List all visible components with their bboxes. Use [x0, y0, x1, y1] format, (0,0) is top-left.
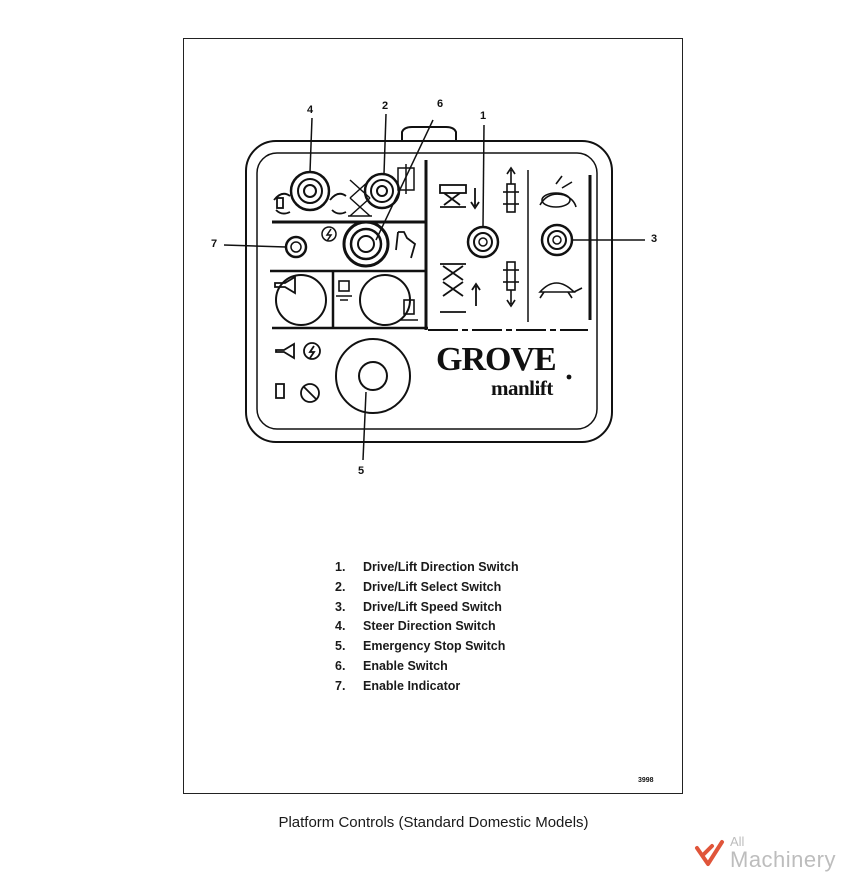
engine-stop-icon — [275, 383, 320, 403]
tilt-icon — [400, 299, 418, 321]
turtle-slow-icon — [538, 282, 583, 299]
legend-item: 6.Enable Switch — [335, 658, 448, 673]
figure-number: 3998 — [638, 777, 654, 784]
manlift-logo: manlift — [491, 376, 553, 400]
callout-4: 4 — [307, 104, 314, 116]
platform-down-icon — [439, 184, 480, 210]
legend-item: 1.Drive/Lift Direction Switch — [335, 560, 519, 574]
lift-select-icon — [348, 179, 372, 217]
enable-indicator — [284, 235, 308, 259]
steer-direction-switch — [289, 170, 331, 212]
platform-up-icon — [440, 263, 481, 313]
logo-dot — [566, 374, 572, 380]
callout-6: 6 — [437, 98, 444, 110]
horn-button — [275, 274, 327, 326]
drive-forward-icon — [503, 166, 519, 213]
rabbit-fast-icon — [539, 175, 577, 208]
drive-lift-speed-switch — [540, 223, 574, 257]
legend-item: 7.Enable Indicator — [335, 678, 461, 693]
function-machine-icon — [336, 280, 352, 301]
drive-reverse-icon — [503, 261, 519, 308]
legend-item: 5.Emergency Stop Switch — [335, 639, 506, 654]
enable-lightning-icon — [321, 226, 337, 242]
watermark: All Machinery — [694, 834, 864, 874]
panel-face — [256, 152, 598, 430]
enable-switch — [342, 220, 390, 268]
watermark-line1: All — [730, 834, 745, 849]
callout-7: 7 — [211, 238, 218, 250]
engine-start-icon — [275, 342, 321, 360]
watermark-logo-icon — [695, 840, 724, 866]
leader-lines — [223, 113, 645, 461]
figure-caption: Platform Controls (Standard Domestic Mod… — [278, 814, 589, 831]
legend-item: 2.Drive/Lift Select Switch — [335, 579, 502, 594]
function-button — [359, 274, 411, 326]
callout-5: 5 — [358, 465, 365, 477]
legend-item: 4.Steer Direction Switch — [335, 619, 496, 634]
callout-2: 2 — [382, 100, 389, 112]
steer-right-icon — [329, 192, 347, 215]
drive-select-icon — [397, 164, 415, 194]
grove-logo: GROVE — [436, 341, 557, 378]
legend-item: 3.Drive/Lift Speed Switch — [335, 599, 502, 614]
callout-3: 3 — [651, 233, 658, 245]
emergency-stop-switch — [335, 338, 411, 414]
steer-left-icon — [273, 192, 291, 215]
horn-icon — [274, 275, 296, 295]
legend-list: 1.Drive/Lift Direction Switch 2.Drive/Li… — [335, 558, 519, 697]
watermark-line2: Machinery — [730, 847, 836, 872]
panel-housing — [245, 140, 613, 443]
figure-frame — [183, 38, 683, 794]
hand-icon — [395, 231, 417, 259]
callout-1: 1 — [480, 110, 487, 122]
drive-lift-direction-switch — [466, 225, 500, 259]
